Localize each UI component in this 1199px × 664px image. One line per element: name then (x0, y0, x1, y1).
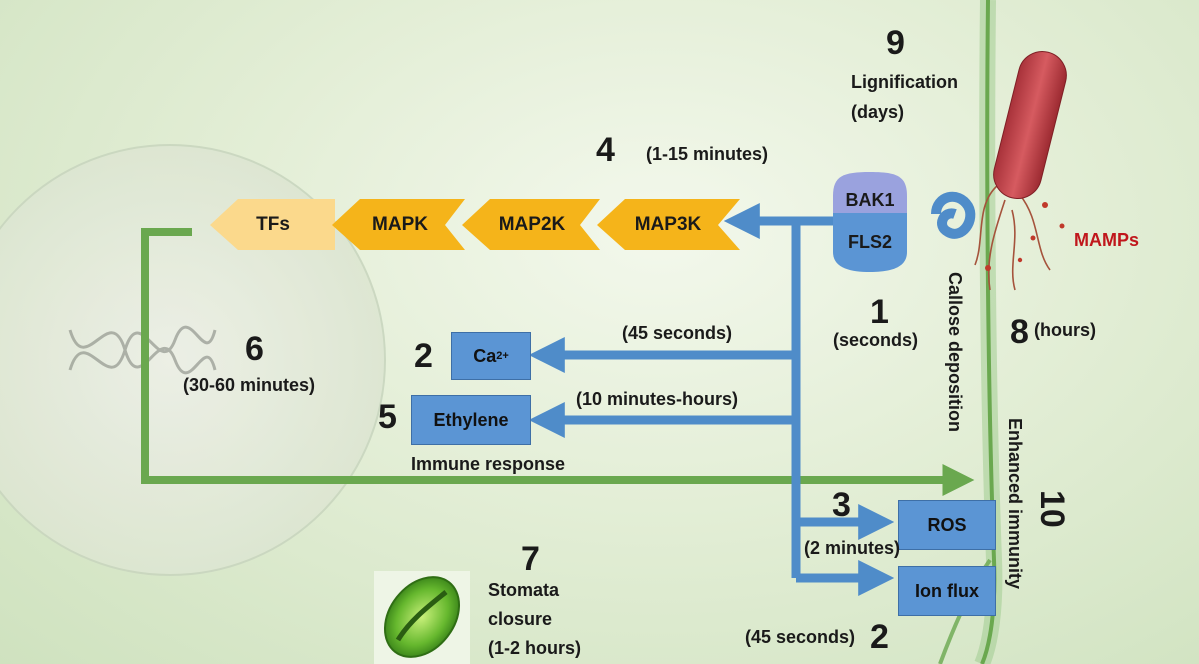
step-2-calcium-time: (45 seconds) (622, 323, 733, 343)
ethylene-box: Ethylene (411, 395, 531, 445)
chevron-map3k (597, 199, 740, 250)
step-9-number: 9 (886, 24, 905, 62)
step-3-number: 3 (832, 486, 851, 524)
ion-flux-box: Ion flux (898, 566, 996, 616)
receptor-complex (833, 172, 976, 272)
stomata-icon (374, 571, 470, 664)
step-8-number: 8 (1010, 313, 1029, 351)
step-7-number: 7 (521, 540, 540, 578)
mamps-label: MAMPs (1074, 230, 1140, 250)
step-8-time: (hours) (1034, 320, 1096, 340)
immune-response-label: Immune response (411, 454, 566, 474)
mapk-label: MAPK (372, 214, 428, 235)
nucleus (0, 144, 386, 576)
chevron-map2k (462, 199, 600, 250)
step-1-number: 1 (870, 293, 889, 331)
map3k-label: MAP3K (634, 214, 702, 235)
step-9-label: Lignification (851, 72, 958, 92)
step-2-ion-flux-number: 2 (870, 618, 889, 656)
tfs-label: TFs (256, 214, 290, 235)
step-1-time: (seconds) (833, 330, 919, 350)
step-4-time: (1-15 minutes) (646, 144, 769, 164)
enhanced-immunity-label: Enhanced immunity (1005, 418, 1025, 590)
signaling-arrows (528, 203, 895, 596)
step-7-time: (1-2 hours) (488, 638, 582, 658)
step-5-time: (10 minutes-hours) (576, 389, 739, 409)
map2k-label: MAP2K (498, 214, 566, 235)
calcium-label: Ca (473, 345, 497, 366)
bacterium-icon (974, 51, 1067, 291)
immune-response-arrow (141, 228, 975, 496)
bak1-label: BAK1 (845, 190, 895, 210)
step-2-calcium-number: 2 (414, 337, 433, 375)
step-7-label-line2: closure (488, 609, 553, 629)
chevron-tfs (210, 199, 335, 250)
step-5-number: 5 (378, 398, 397, 436)
ros-box: ROS (898, 500, 996, 550)
step-3-time: (2 minutes) (804, 538, 901, 558)
step-2-ion-flux-time: (45 seconds) (745, 627, 856, 647)
step-9-time: (days) (851, 102, 905, 122)
step-7-label-line1: Stomata (488, 580, 560, 600)
chevron-mapk (332, 199, 465, 250)
step-6-number: 6 (245, 330, 264, 368)
step-4-number: 4 (596, 131, 615, 169)
step-10-number: 10 (1033, 490, 1071, 528)
step-6-time: (30-60 minutes) (183, 375, 316, 395)
callose-deposition-label: Callose deposition (945, 272, 965, 433)
calcium-charge: 2+ (496, 350, 509, 362)
fls2-label: FLS2 (847, 232, 892, 252)
